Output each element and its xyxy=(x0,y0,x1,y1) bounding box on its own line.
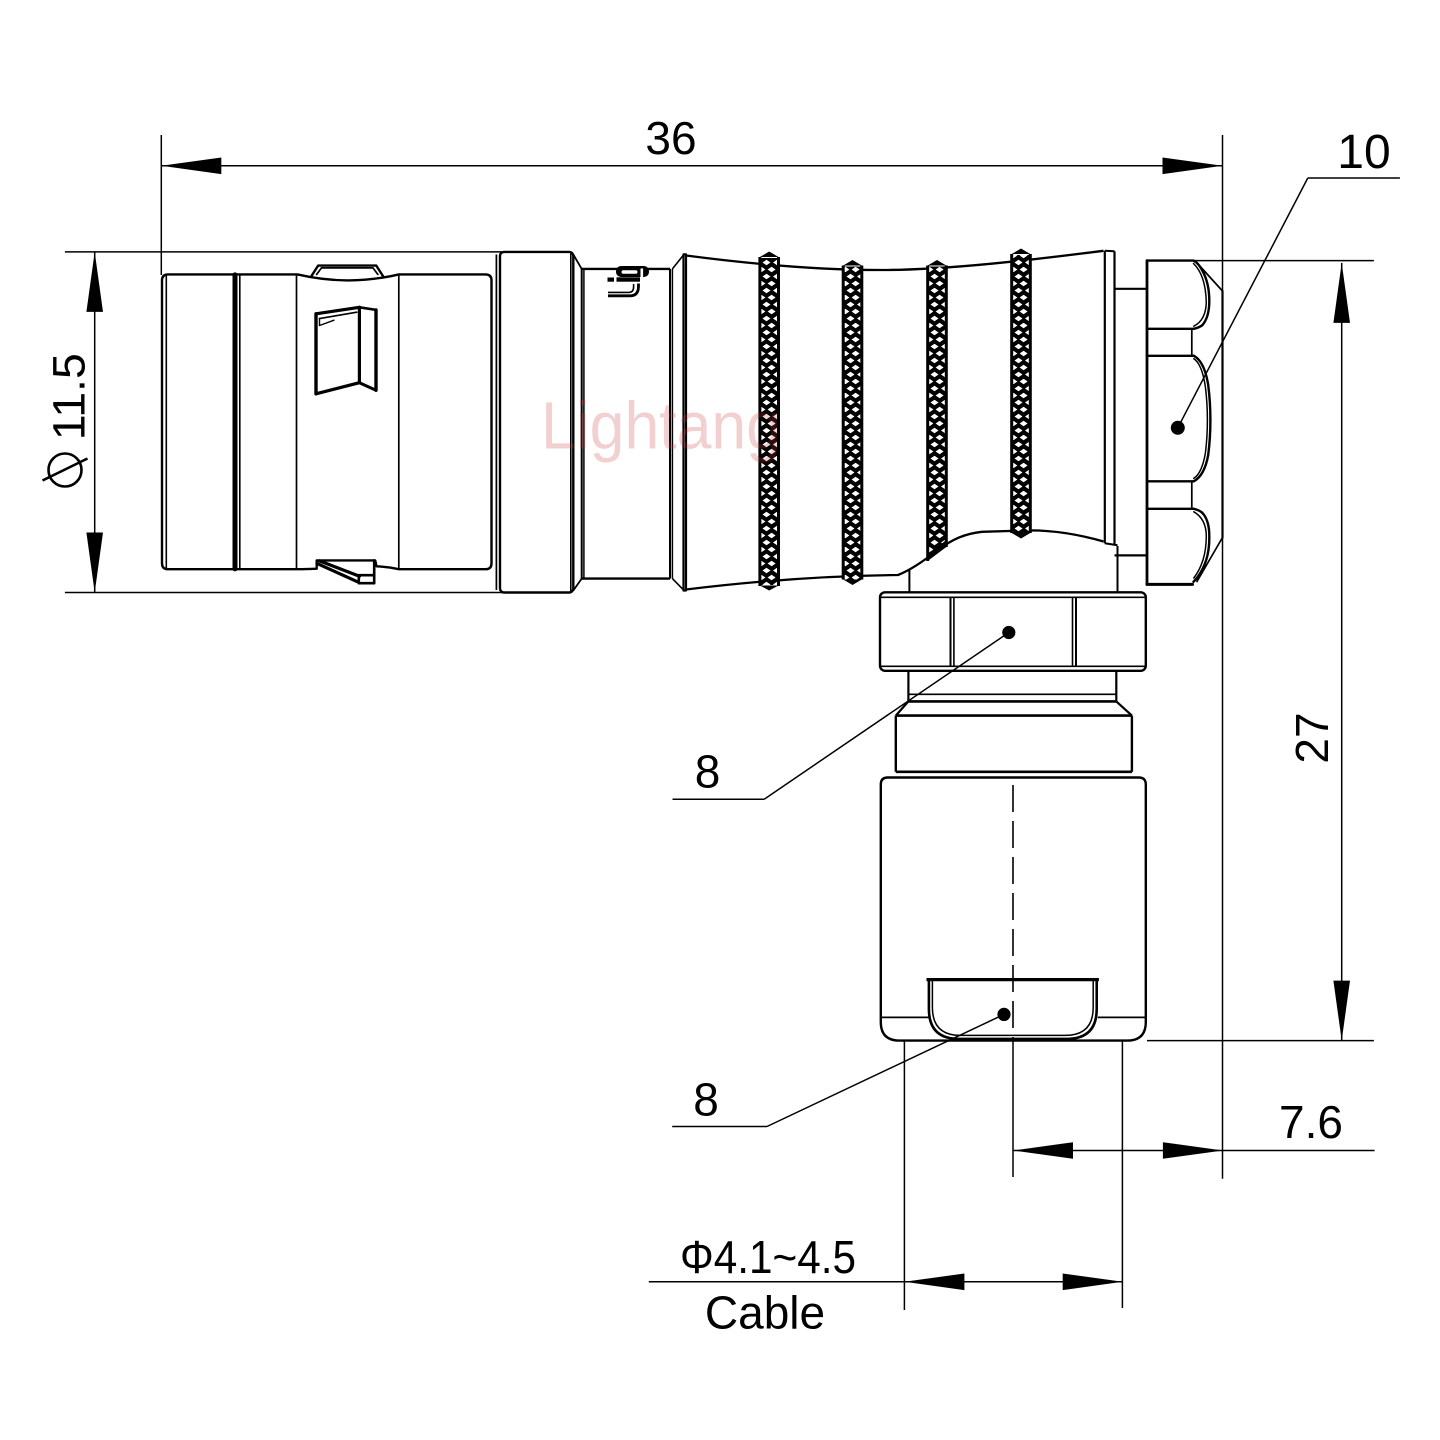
svg-text:Lightang: Lightang xyxy=(541,389,781,464)
svg-text:8: 8 xyxy=(693,1074,719,1126)
svg-text:7.6: 7.6 xyxy=(1279,1096,1343,1148)
svg-text:Φ4.1~4.5: Φ4.1~4.5 xyxy=(680,1231,856,1283)
svg-text:27: 27 xyxy=(1286,712,1338,763)
svg-text:8: 8 xyxy=(695,746,721,798)
svg-text:10: 10 xyxy=(1337,126,1390,179)
svg-text:Cable: Cable xyxy=(705,1287,825,1339)
svg-text:11.5: 11.5 xyxy=(44,353,95,440)
svg-text:36: 36 xyxy=(645,112,696,164)
